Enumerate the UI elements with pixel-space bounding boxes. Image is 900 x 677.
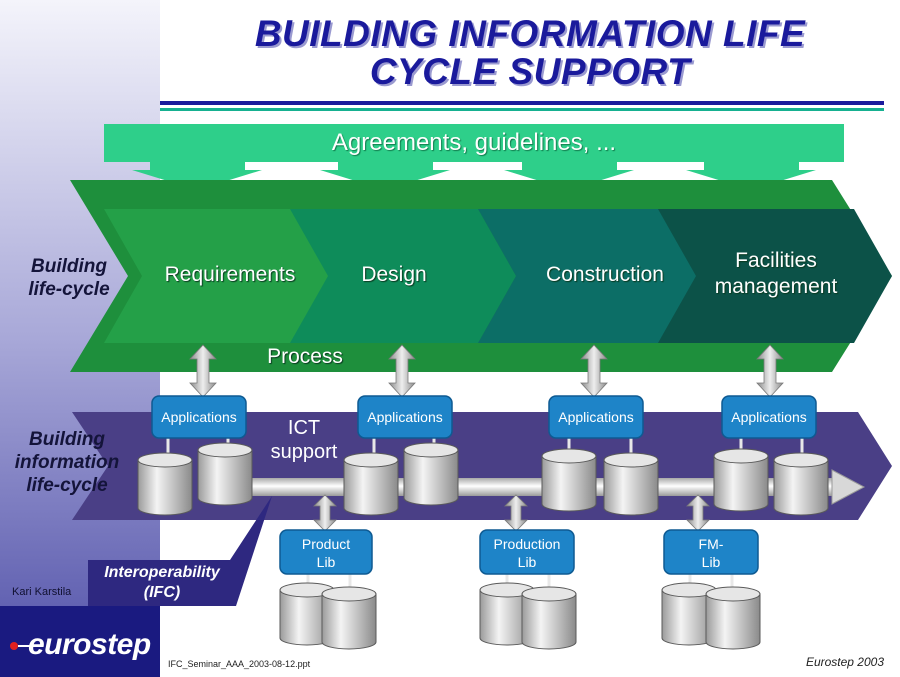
title-line-1: BUILDING INFORMATION LIFE [254,13,806,54]
phase-requirements-chevron [104,209,334,343]
banner-arrow-3 [504,162,634,190]
agreements-banner [104,124,844,162]
title-rule-blue [160,101,884,105]
information-lifecycle-label: Building information life-cycle [14,429,120,496]
title-rule-teal [160,108,884,111]
banner-arrow-4 [686,162,816,190]
applications-label-2: Applications [367,409,443,425]
phase-facilities-chevron [658,209,892,343]
database-cylinder-7 [713,448,769,512]
database-cylinder-8 [773,452,829,516]
database-cylinder-1 [137,452,193,516]
author-name: Kari Karstila [12,586,72,598]
logo-background [0,606,160,677]
database-cylinder-14 [705,586,761,650]
product-lib-label: Product Lib [301,536,351,570]
database-cylinder-9 [279,582,335,646]
applications-label-1: Applications [161,409,237,425]
phase-requirements-label: Requirements [164,263,296,286]
interoperability-label: Interoperability (IFC) [104,564,220,601]
application-boxes [151,395,817,439]
data-pipe-arrowhead [831,469,866,505]
database-cylinder-13 [661,582,717,646]
database-cylinder-3 [343,452,399,516]
footer-copyright: Eurostep 2003 [805,655,884,669]
database-cylinder-2 [197,442,253,506]
fm-lib-label: FM- Lib [698,536,724,570]
footer-filename: IFC_Seminar_AAA_2003-08-12.ppt [168,659,311,669]
title-line-2: CYCLE SUPPORT [369,51,691,92]
database-cylinder-4 [403,442,459,506]
process-label: Process [267,345,343,368]
applications-label-4: Applications [731,409,807,425]
library-boxes [279,529,759,575]
eurostep-logo: eurostep [28,628,151,661]
banner-arrow-1 [132,162,262,190]
phase-facilities-label: Facilities management [714,249,838,298]
phase-design-label: Design [361,263,427,286]
double-arrows-upper [189,344,784,398]
interoperability-callout [88,496,272,606]
applications-label-3: Applications [558,409,634,425]
database-cylinder-5 [541,448,597,512]
database-cylinder-10 [321,586,377,650]
database-cylinders [137,442,829,650]
logo-dot-icon [10,642,18,650]
banner-arrow-2 [320,162,450,190]
phase-construction-chevron [478,209,704,343]
production-lib-label: Production Lib [493,536,561,570]
building-lifecycle-label: Building life-cycle [28,256,110,300]
phase-design-chevron [290,209,516,343]
phase-construction-label: Construction [546,263,664,286]
ict-support-label: ICT support [270,417,338,463]
database-cylinder-6 [603,452,659,516]
agreements-banner-label: Agreements, guidelines, ... [331,129,617,156]
database-cylinder-12 [521,586,577,650]
